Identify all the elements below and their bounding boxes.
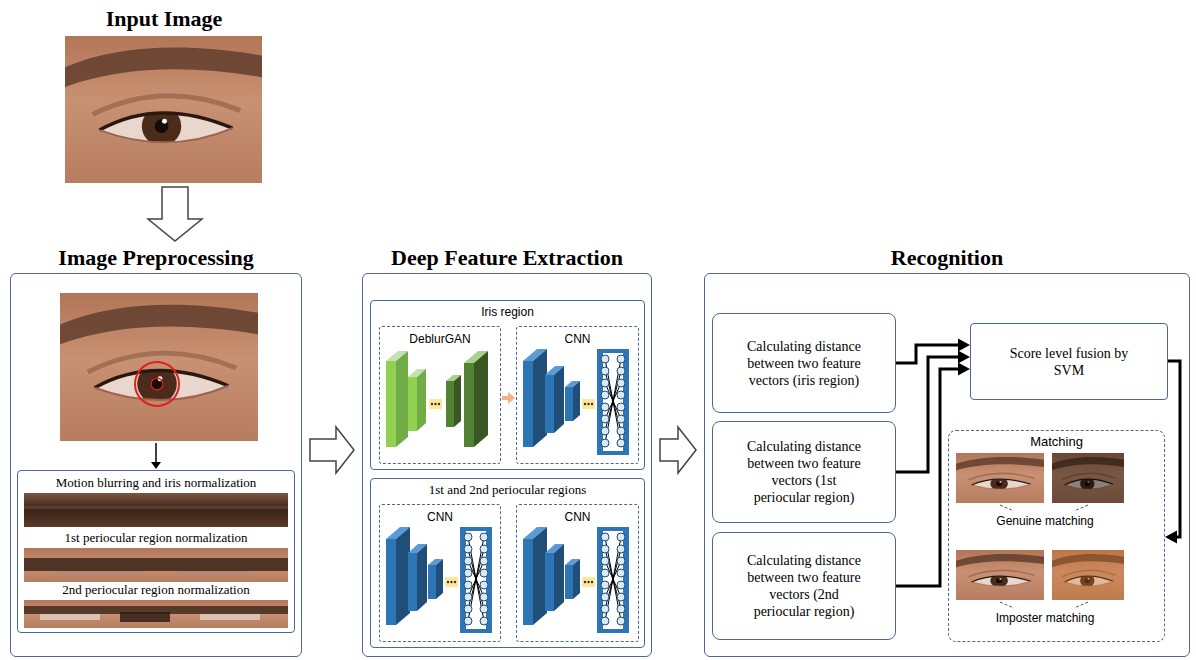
input-image-block: Input Image	[58, 4, 270, 185]
match-eye-photo	[956, 550, 1044, 600]
network-box: CNN	[516, 504, 639, 642]
flow-arrowhead	[508, 392, 515, 404]
arrowhead	[958, 363, 970, 376]
cnn-graphic	[523, 527, 629, 633]
iris-boundary	[135, 362, 179, 406]
connector	[502, 392, 515, 404]
panel-heading: Deep Feature Extraction	[362, 245, 652, 271]
node-text: 1st and 2nd periocular regions	[371, 482, 644, 497]
photo-tint	[1052, 453, 1124, 503]
connector-line	[1168, 361, 1180, 537]
network-box: CNN	[379, 504, 501, 642]
matching-box: Matching	[948, 430, 1165, 642]
panel-heading: Recognition	[704, 245, 1190, 271]
photo-tint	[1052, 550, 1124, 600]
arrowhead	[958, 351, 970, 364]
node-text: 2nd periocular region normalization	[18, 582, 294, 597]
cnn-graphic	[523, 349, 629, 455]
block-arrow	[660, 427, 696, 473]
connector	[148, 187, 202, 241]
iris-strip	[24, 493, 288, 527]
node-text: 1st periocular region normalization	[18, 530, 294, 545]
arrowhead	[1165, 531, 1177, 544]
node-text: Motion blurring and iris normalization	[18, 475, 294, 490]
process-box: Calculating distance between two feature…	[712, 313, 896, 413]
leader-arrow	[155, 443, 157, 462]
process-box: Calculating distance between two feature…	[712, 421, 896, 523]
panel-frame	[10, 273, 302, 657]
node-text: Matching	[949, 434, 1164, 449]
caption-label: Imposter matching	[975, 611, 1115, 625]
connector-line	[896, 369, 959, 586]
pair-leader	[1074, 602, 1088, 608]
node-text: Score level fusion by SVM	[1003, 345, 1135, 379]
fusion-box: Score level fusion by SVM	[970, 323, 1168, 400]
node-text: CNN	[380, 509, 500, 525]
connector	[896, 351, 970, 473]
node-text: Calculating distance between two feature…	[745, 438, 863, 506]
panel-frame	[362, 273, 652, 657]
periocular-strip-1	[24, 548, 288, 582]
node-text: Iris region	[371, 304, 644, 320]
process-box: Calculating distance between two feature…	[712, 532, 896, 640]
node-text: CNN	[517, 509, 638, 525]
normalization-box: Motion blurring and iris normalization 1s…	[17, 470, 295, 633]
stage-panel: Image PreprocessingMotion blurring and i…	[10, 243, 302, 657]
match-eye-photo	[956, 453, 1044, 503]
region-box: 1st and 2nd periocular regionsCNN CNN	[370, 478, 645, 648]
panel-heading: Image Preprocessing	[10, 245, 302, 271]
stage-panel: Deep Feature ExtractionIris regionDeblur…	[362, 243, 652, 657]
connector	[660, 427, 696, 473]
stage-panel: RecognitionCalculating distance between …	[704, 243, 1190, 657]
connector-line	[896, 357, 959, 472]
node-text: Calculating distance between two feature…	[745, 552, 863, 620]
connector	[896, 339, 970, 364]
leader-arrowhead	[151, 462, 161, 469]
pair-leader	[1000, 602, 1014, 608]
pupil-boundary	[151, 378, 163, 390]
caption-label: Genuine matching	[975, 514, 1115, 528]
node-text: CNN	[517, 331, 638, 347]
cnn-graphic	[386, 527, 492, 633]
node-text: Calculating distance between two feature…	[745, 338, 863, 389]
match-eye-photo	[1052, 550, 1124, 600]
node-text: DeblurGAN	[380, 331, 500, 347]
node-text: Input Image	[58, 6, 270, 32]
match-eye-photo	[1052, 453, 1124, 503]
deblurgan-graphic	[386, 351, 488, 447]
pair-leader	[1000, 505, 1014, 511]
block-arrow	[310, 427, 354, 473]
periocular-strip-2	[24, 600, 288, 628]
label-holder: Genuine matching	[975, 514, 1115, 528]
connector	[896, 363, 970, 587]
segmented-eye-photo	[60, 293, 258, 441]
network-box: CNN	[516, 326, 639, 464]
input-eye-photo	[65, 36, 262, 183]
region-box: Iris regionDeblurGAN CNN	[370, 300, 645, 470]
connector	[310, 427, 354, 473]
pair-leader	[1074, 505, 1088, 511]
network-box: DeblurGAN	[379, 326, 501, 464]
block-arrow	[148, 187, 202, 241]
arrowhead	[958, 339, 970, 352]
label-holder: Imposter matching	[975, 611, 1115, 625]
flow-arrow-shaft	[502, 396, 509, 400]
